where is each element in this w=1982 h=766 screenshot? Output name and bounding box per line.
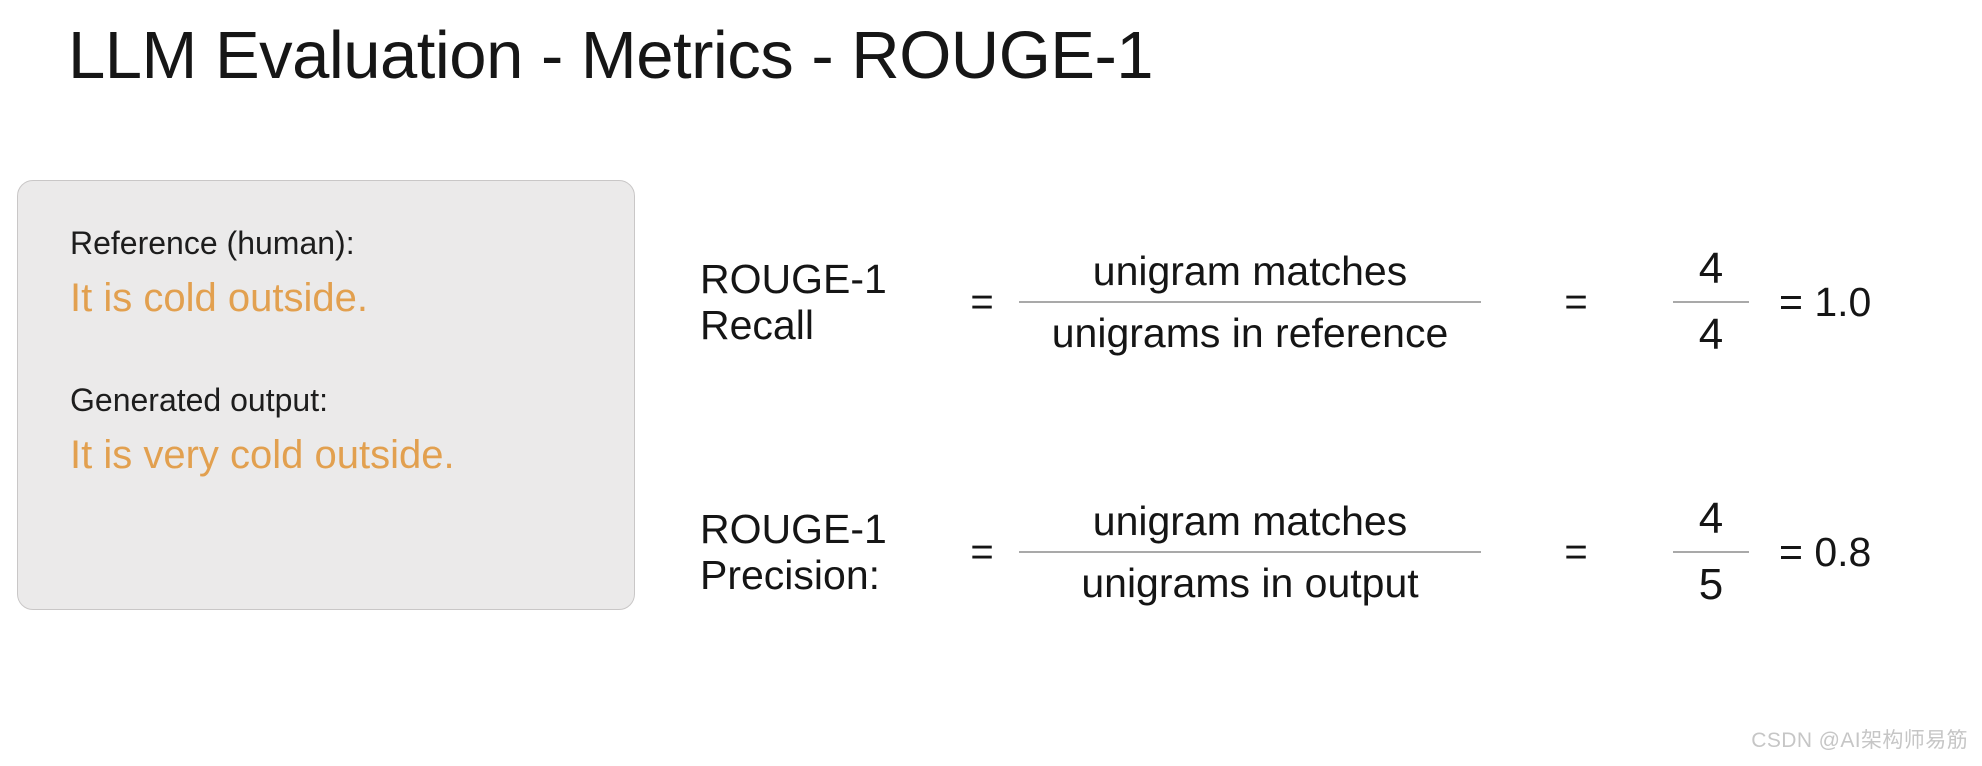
fraction-bar (1019, 551, 1481, 553)
metric-label-recall: ROUGE-1 Recall (700, 256, 945, 349)
metric-label-recall-line2: Recall (700, 302, 814, 348)
metric-label-recall-line1: ROUGE-1 (700, 255, 887, 302)
fraction-recall-definition: unigram matches unigrams in reference (1019, 245, 1481, 360)
fraction-recall-value: 4 4 (1673, 241, 1749, 364)
watermark: CSDN @AI架构师易筋 (1751, 729, 1968, 752)
fraction-recall-denominator: unigrams in reference (1051, 310, 1449, 356)
metric-label-precision-line2: Precision: (700, 552, 881, 598)
equals-sign-recall-2: = (1564, 279, 1588, 324)
metric-label-precision-line1: ROUGE-1 (700, 505, 887, 552)
example-card: Reference (human): It is cold outside. G… (17, 180, 635, 610)
result-recall: = 1.0 (1779, 278, 1872, 325)
result-precision: = 0.8 (1779, 528, 1872, 575)
generated-output-label: Generated output: (70, 381, 328, 418)
fraction-precision-value-denominator: 5 (1698, 560, 1724, 609)
fraction-precision-numerator: unigram matches (1092, 497, 1408, 544)
metric-label-precision: ROUGE-1 Precision: (700, 506, 945, 599)
fraction-precision-value-numerator: 4 (1698, 493, 1724, 543)
fraction-recall-numerator: unigram matches (1092, 247, 1408, 294)
fraction-bar (1673, 301, 1749, 303)
generated-output-text: It is very cold outside. (70, 432, 455, 477)
page-title: LLM Evaluation - Metrics - ROUGE-1 (68, 18, 1154, 93)
fraction-precision-value: 4 5 (1673, 491, 1749, 614)
formula-row-rouge1-precision: ROUGE-1 Precision: = unigram matches uni… (700, 487, 1871, 617)
fraction-precision-denominator: unigrams in output (1081, 560, 1419, 606)
fraction-bar (1019, 301, 1481, 303)
card-spacer (70, 324, 634, 380)
equals-sign-precision-1: = (970, 529, 994, 574)
reference-text: It is cold outside. (70, 275, 368, 320)
fraction-recall-value-numerator: 4 (1698, 243, 1724, 293)
fraction-precision-definition: unigram matches unigrams in output (1019, 495, 1481, 610)
reference-label: Reference (human): (70, 225, 355, 261)
equals-sign-recall-1: = (970, 279, 994, 324)
formula-row-rouge1-recall: ROUGE-1 Recall = unigram matches unigram… (700, 237, 1871, 367)
equals-sign-precision-2: = (1564, 529, 1588, 574)
fraction-recall-value-denominator: 4 (1698, 310, 1724, 359)
fraction-bar (1673, 551, 1749, 553)
